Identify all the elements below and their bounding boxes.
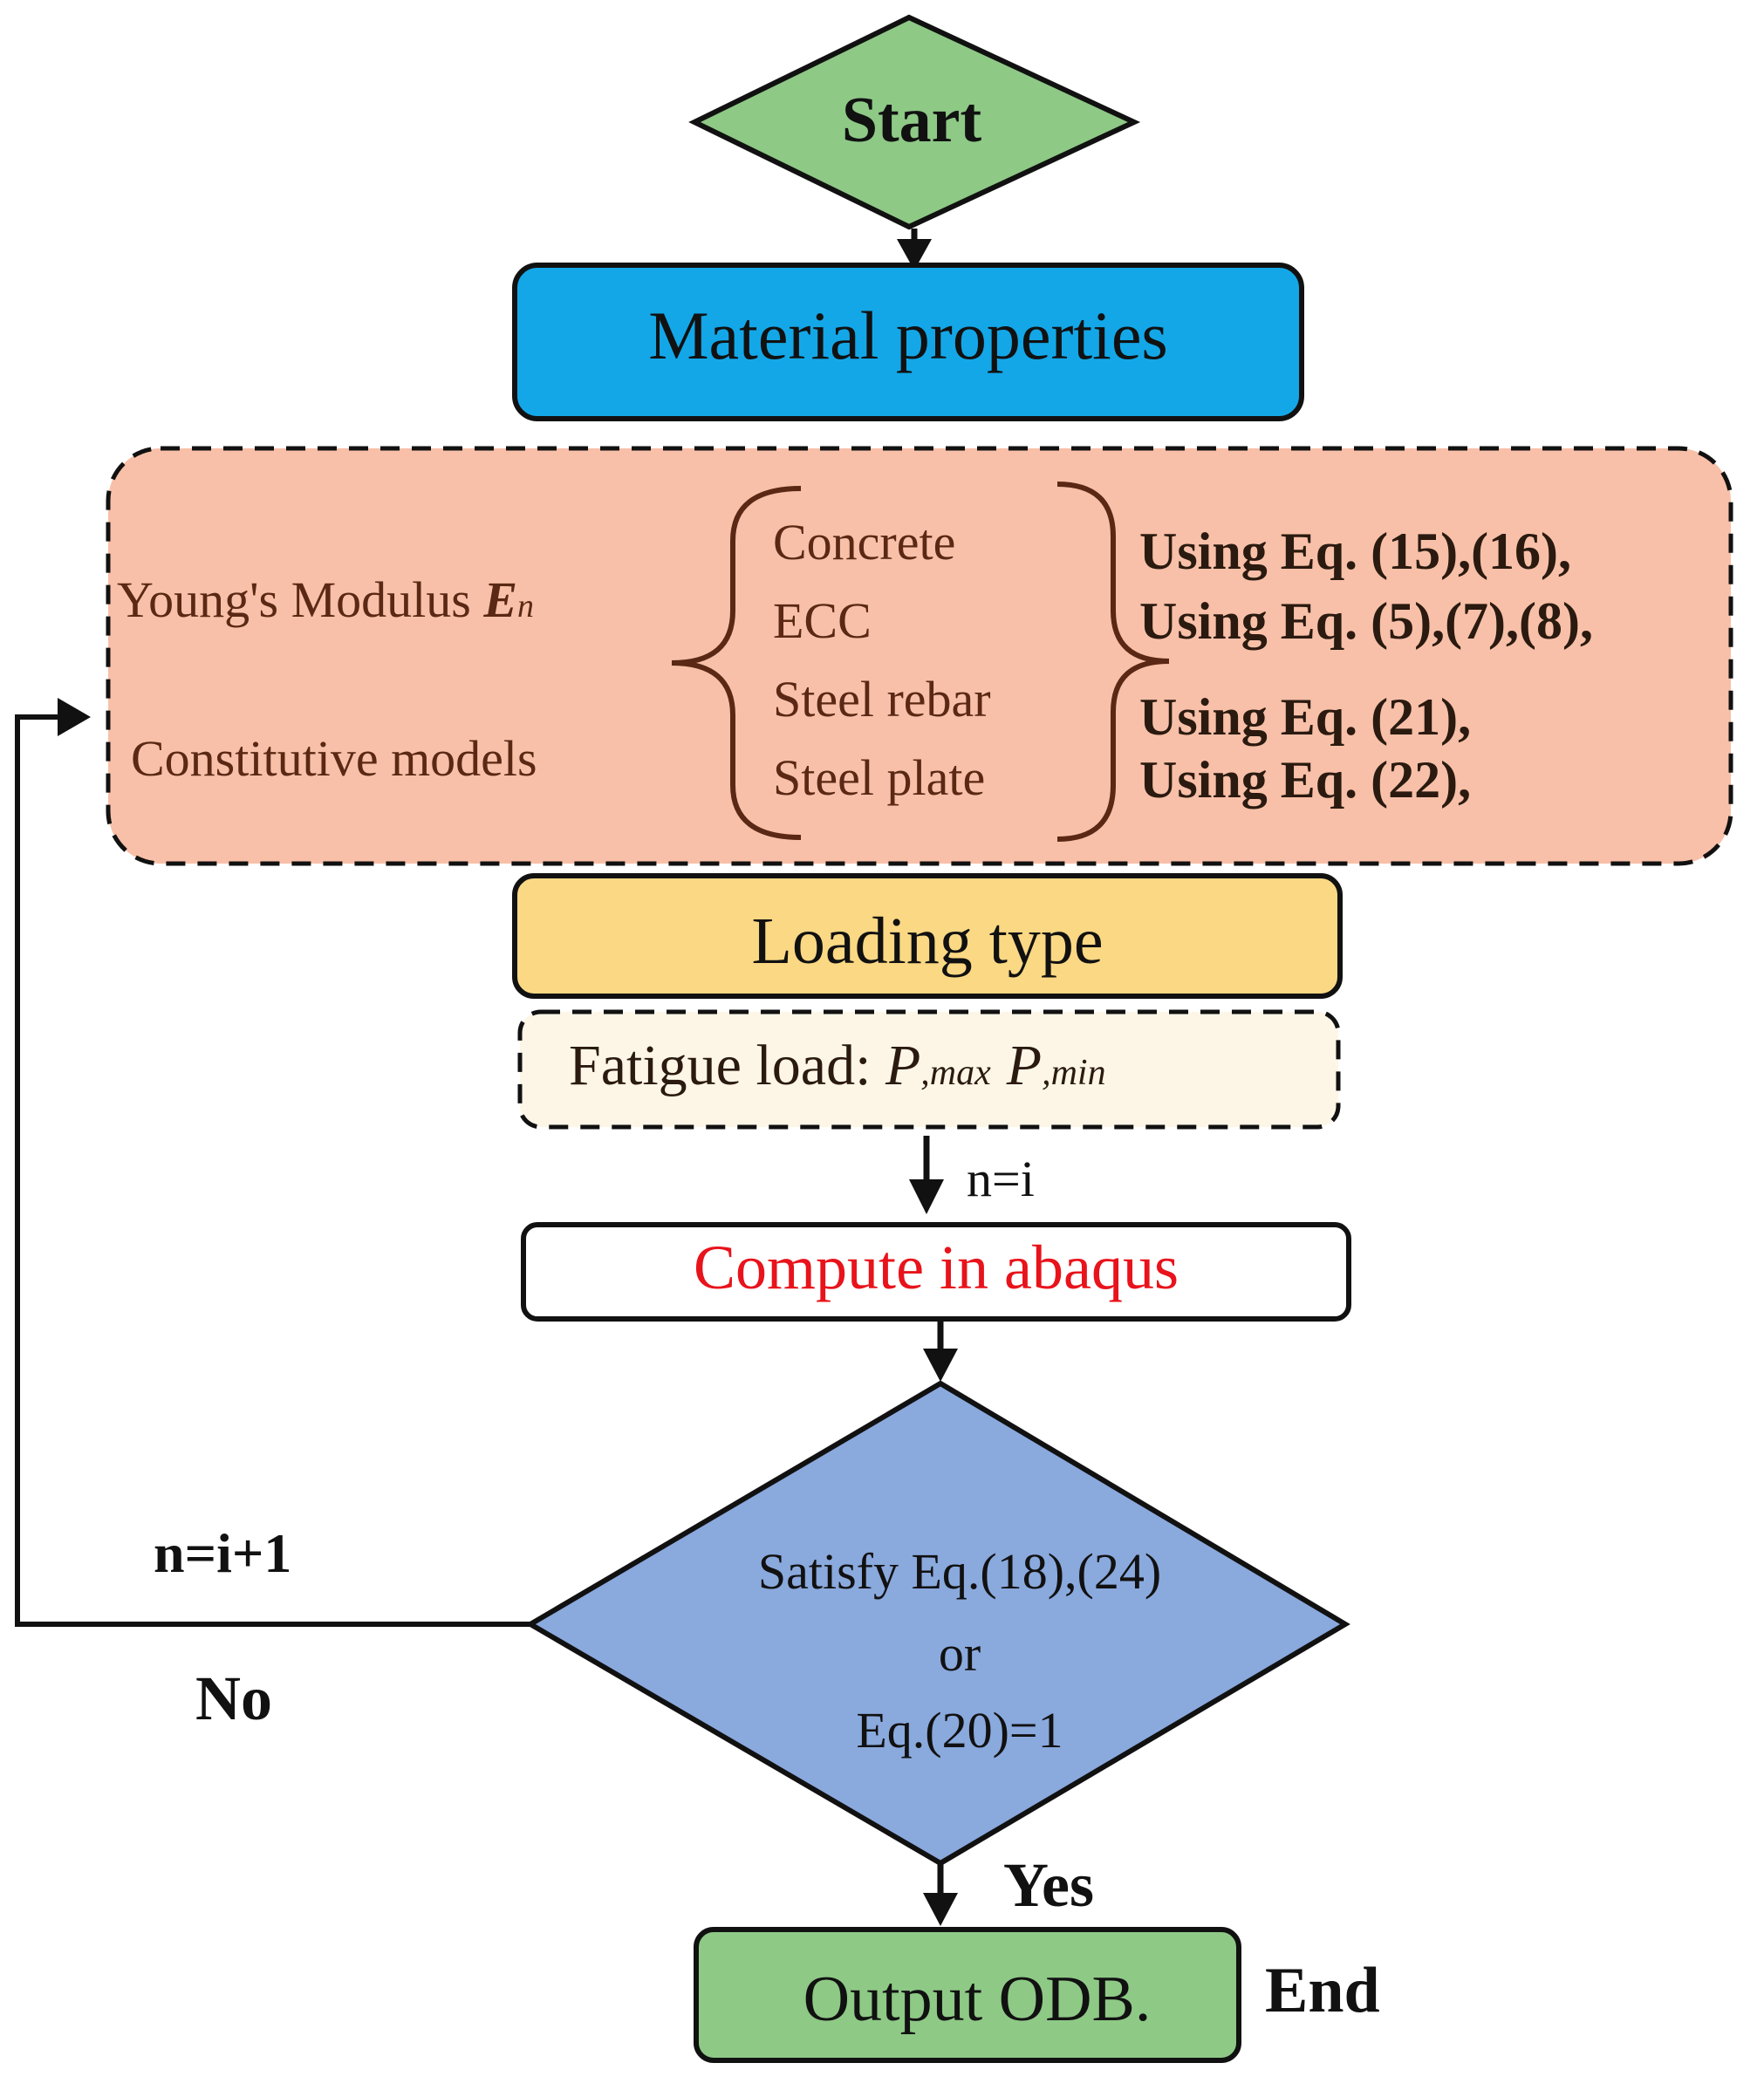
loading-type-box xyxy=(512,873,1343,999)
arrowhead-start-to-material xyxy=(897,239,932,270)
decision-line-2: or xyxy=(938,1625,981,1682)
loop-back-line xyxy=(15,714,530,1627)
youngs-modulus-symbol: E xyxy=(483,571,518,628)
loop-back-arrowhead xyxy=(58,698,91,736)
youngs-modulus-subscript: n xyxy=(517,588,535,625)
youngs-modulus-label: Young's Modulus En xyxy=(117,570,534,629)
decision-line-1: Satisfy Eq.(18),(24) xyxy=(757,1543,1162,1600)
decision-line-3: Eq.(20)=1 xyxy=(856,1702,1063,1759)
constitutive-models-label: Constitutive models xyxy=(131,730,537,787)
compute-label: Compute in abaqus xyxy=(694,1233,1179,1302)
left-brace xyxy=(671,486,802,840)
equation-ecc: Using Eq. (5),(7),(8), xyxy=(1139,592,1593,650)
compute-box xyxy=(521,1222,1351,1322)
arrowhead-fatigue-to-compute xyxy=(909,1179,944,1214)
output-label: Output ODB. xyxy=(803,1964,1152,2035)
start-label: Start xyxy=(841,85,982,156)
equation-concrete: Using Eq. (15),(16), xyxy=(1139,523,1572,580)
decision-diamond xyxy=(525,1380,1350,1867)
equation-steel-rebar: Using Eq. (21), xyxy=(1139,688,1472,746)
p-min-subscript: ,min xyxy=(1042,1053,1106,1093)
material-ecc: ECC xyxy=(773,592,872,649)
p-min-symbol: P xyxy=(1006,1034,1043,1097)
end-label: End xyxy=(1265,1955,1380,2026)
output-box xyxy=(694,1927,1241,2063)
p-max-subscript: ,max xyxy=(920,1053,991,1093)
equation-steel-plate: Using Eq. (22), xyxy=(1139,751,1472,809)
material-concrete: Concrete xyxy=(773,514,956,570)
fatigue-load-box xyxy=(517,1009,1341,1130)
material-properties-label: Material properties xyxy=(648,297,1168,373)
properties-dashed-box xyxy=(106,446,1733,866)
material-steel-rebar: Steel rebar xyxy=(773,671,991,727)
right-brace xyxy=(1056,482,1170,842)
n-equals-i-label: n=i xyxy=(967,1151,1035,1207)
yes-label: Yes xyxy=(1003,1850,1094,1920)
material-properties-box xyxy=(512,263,1304,421)
p-max-symbol: P xyxy=(885,1034,921,1097)
material-steel-plate: Steel plate xyxy=(773,749,986,806)
start-diamond xyxy=(688,14,1141,230)
arrowhead-decision-to-output xyxy=(923,1893,958,1926)
loading-type-label: Loading type xyxy=(751,905,1104,978)
arrowhead-compute-to-decision xyxy=(923,1349,958,1382)
fatigue-load-text: Fatigue load: xyxy=(569,1034,885,1097)
youngs-modulus-text: Young's Modulus xyxy=(117,571,484,628)
n-equals-i-plus-1-label: n=i+1 xyxy=(154,1522,292,1584)
no-label: No xyxy=(195,1663,272,1733)
